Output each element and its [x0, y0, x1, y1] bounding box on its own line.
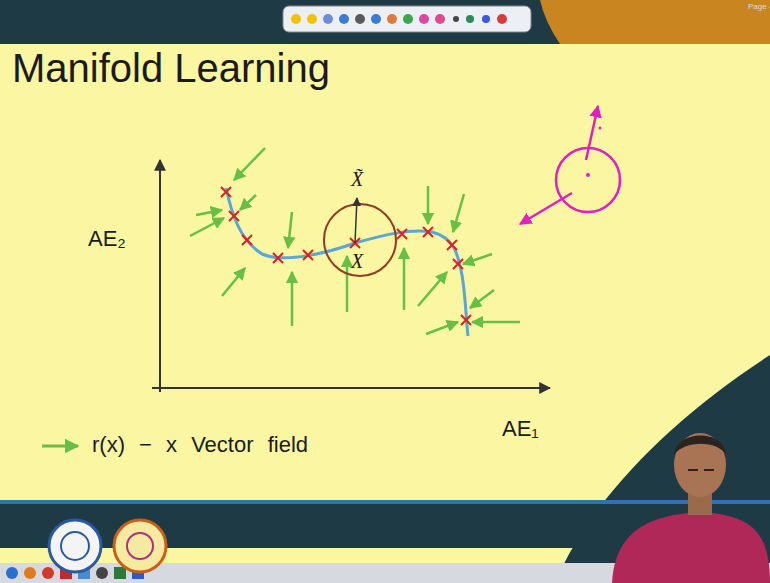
- top-band: [0, 0, 770, 44]
- data-points: [221, 187, 471, 325]
- vector-arrow: [403, 248, 406, 310]
- vector-arrow: [453, 194, 464, 232]
- data-point-cross: [221, 187, 231, 197]
- vector-arrow: [234, 148, 265, 180]
- vector-arrow: [427, 186, 430, 224]
- vector-arrow: [470, 290, 494, 308]
- data-point-cross: [447, 240, 457, 250]
- slide-title: Manifold Learning: [12, 46, 330, 91]
- page-number: Page 4: [748, 2, 770, 11]
- vector-arrow: [418, 272, 447, 306]
- data-point-cross: [273, 253, 283, 263]
- circle-outline: [324, 204, 396, 276]
- axis-label: AE₁: [502, 416, 539, 442]
- point-label: X̃: [351, 168, 363, 191]
- toolbar-icons: [291, 14, 507, 24]
- vector-arrow: [463, 254, 492, 264]
- vector-arrow: [240, 195, 256, 210]
- vector-arrow: [472, 321, 520, 324]
- legend-arrow: [42, 445, 78, 448]
- toolbar: [283, 6, 531, 32]
- corruption-arrow: [355, 198, 357, 243]
- corner-swoosh: [555, 355, 770, 583]
- data-point-cross: [242, 235, 252, 245]
- point-label: X: [351, 250, 363, 273]
- vector-field-arrows: [190, 148, 520, 334]
- data-point-cross: [397, 229, 407, 239]
- axis-label: AE₂: [88, 226, 126, 252]
- top-accent: [540, 0, 770, 44]
- vector-arrow: [346, 256, 349, 312]
- legend-item: r(x) − x Vector field: [92, 432, 308, 458]
- neighbourhood-circle: X̃ X: [320, 168, 400, 280]
- vector-arrow: [196, 210, 222, 215]
- institute-logos: [49, 520, 166, 572]
- pen-annotation: [520, 106, 620, 224]
- vector-arrow: [190, 218, 224, 236]
- axes: [152, 160, 550, 392]
- vector-arrow: [291, 272, 294, 326]
- data-point-cross: [423, 227, 433, 237]
- data-point-cross: [229, 211, 239, 221]
- manifold-curve: [226, 188, 468, 336]
- vector-arrow: [222, 268, 245, 296]
- vector-arrow: [426, 322, 458, 334]
- data-point-cross: [453, 259, 463, 269]
- bottom-stripe: [0, 500, 770, 504]
- presenter: [612, 433, 770, 583]
- data-point-cross: [303, 250, 313, 260]
- vector-arrow: [288, 212, 292, 248]
- data-point-cross: [461, 315, 471, 325]
